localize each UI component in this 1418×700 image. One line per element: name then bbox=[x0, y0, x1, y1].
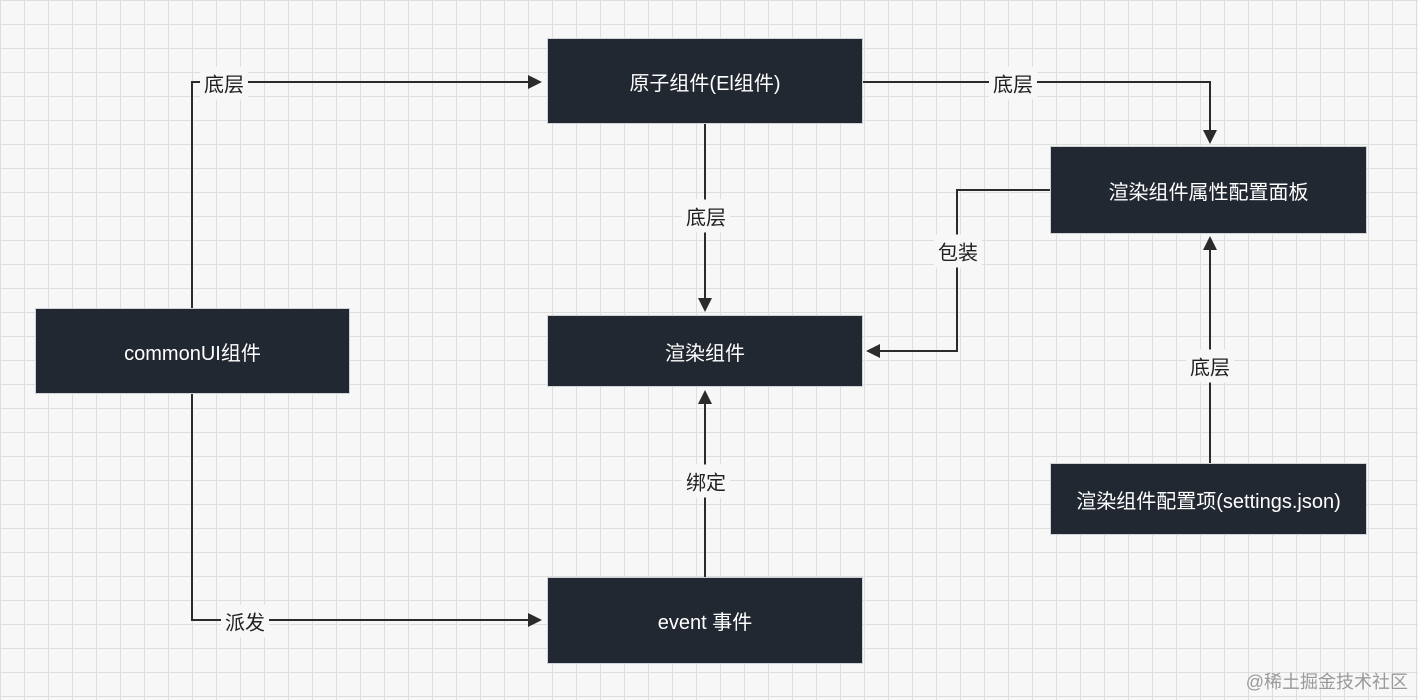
node-config: 渲染组件配置项(settings.json) bbox=[1050, 463, 1367, 535]
edge-common-to-atomic bbox=[191, 75, 542, 308]
node-attr-panel: 渲染组件属性配置面板 bbox=[1050, 146, 1367, 234]
node-common-ui: commonUI组件 bbox=[35, 308, 350, 394]
edge-panel-to-render bbox=[866, 189, 1050, 358]
edge-label-common-to-event: 派发 bbox=[221, 604, 269, 638]
edge-atomic-to-panel bbox=[862, 81, 1217, 144]
edge-common-to-event bbox=[191, 393, 542, 627]
node-render-component-label: 渲染组件 bbox=[665, 342, 745, 365]
node-atomic-component-label: 原子组件(El组件) bbox=[629, 72, 781, 95]
node-common-ui-label: commonUI组件 bbox=[124, 342, 261, 365]
node-event-label: event 事件 bbox=[657, 612, 753, 634]
edge-label-common-to-atomic: 底层 bbox=[200, 66, 248, 100]
node-attr-panel-label: 渲染组件属性配置面板 bbox=[1108, 181, 1309, 204]
node-atomic-component: 原子组件(El组件) bbox=[547, 38, 863, 124]
watermark: @稀土掘金技术社区 bbox=[1245, 672, 1408, 692]
edge-label-atomic-to-panel: 底层 bbox=[989, 66, 1037, 100]
edge-label-panel-to-render: 包装 bbox=[934, 234, 982, 268]
edge-label-atomic-to-render: 底层 bbox=[682, 199, 730, 233]
edge-label-config-to-panel: 底层 bbox=[1186, 349, 1234, 383]
node-render-component: 渲染组件 bbox=[547, 315, 863, 387]
node-config-label: 渲染组件配置项(settings.json) bbox=[1076, 490, 1341, 513]
node-event: event 事件 bbox=[547, 577, 863, 664]
edge-label-event-to-render: 绑定 bbox=[682, 464, 730, 498]
